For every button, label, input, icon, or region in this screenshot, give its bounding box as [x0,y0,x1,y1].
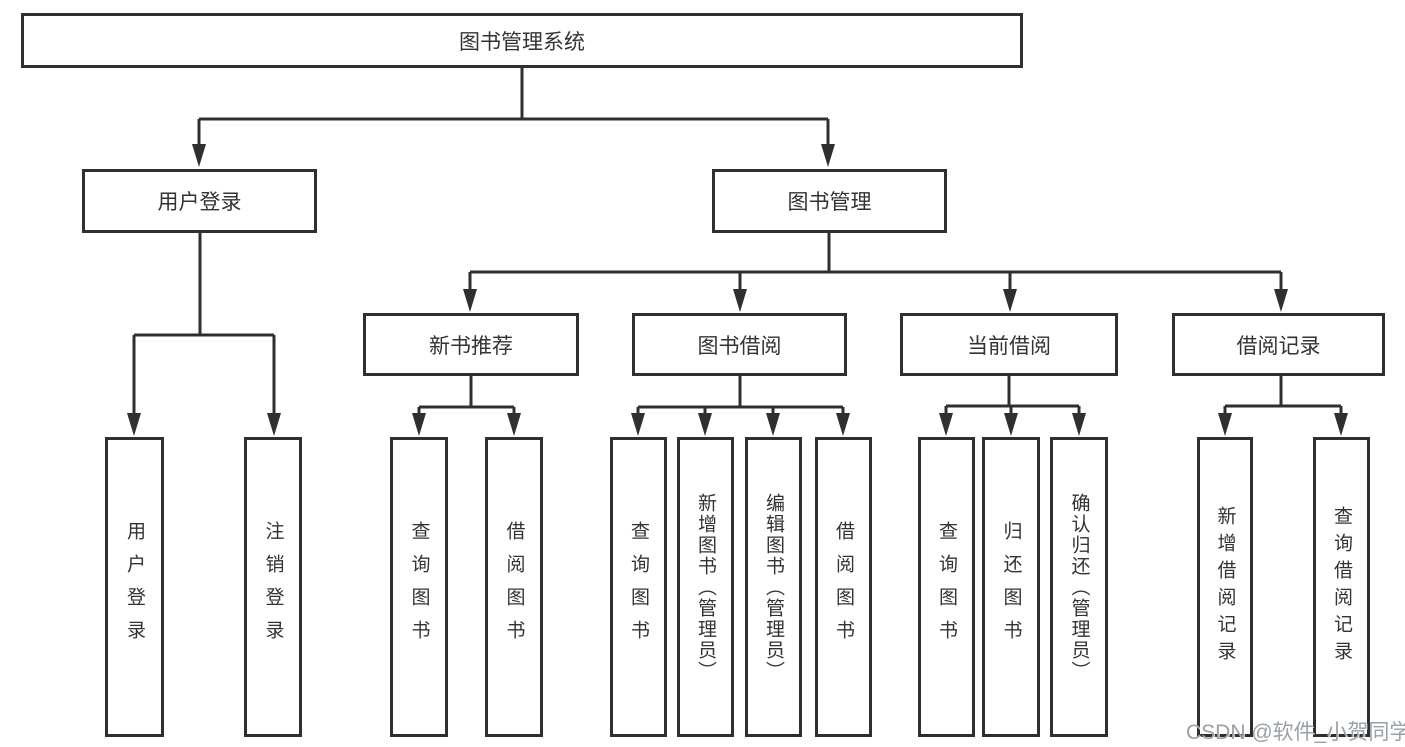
node-label: 图书管理系统 [459,30,585,54]
leaf-label: 编辑图书（管理员） [763,492,784,682]
leaf-label: 查询图书 [936,521,957,653]
leaf-edit-books-admin: 编辑图书（管理员） [745,437,802,737]
node-label: 当前借阅 [967,334,1051,358]
node-borrowing-records: 借阅记录 [1172,313,1385,376]
leaf-borrow-books-borrowing: 借阅图书 [815,437,872,737]
leaf-user-login: 用户登录 [105,437,164,737]
leaf-label: 注销登录 [262,521,284,653]
csdn-watermark: CSDN @软件_小贺同学 [1186,721,1405,744]
leaf-logout: 注销登录 [244,437,302,737]
leaf-label: 归还图书 [1000,521,1022,653]
leaf-label: 确认归还（管理员） [1068,492,1090,682]
node-label: 新书推荐 [429,334,513,358]
leaf-query-borrow-record: 查询借阅记录 [1313,437,1370,737]
node-library-management-system: 图书管理系统 [21,13,1023,68]
leaf-label: 借阅图书 [503,521,525,653]
arrowheads [127,144,1348,436]
leaf-label: 用户登录 [124,521,145,653]
node-new-book-recommendation: 新书推荐 [363,313,579,376]
node-user-login: 用户登录 [82,169,317,233]
leaf-add-books-admin: 新增图书（管理员） [677,437,734,737]
leaf-query-books-recommendation: 查询图书 [390,437,448,737]
leaf-label: 新增借阅记录 [1214,506,1236,668]
leaf-add-borrow-record: 新增借阅记录 [1197,437,1253,737]
leaf-query-books-current: 查询图书 [918,437,975,737]
node-label: 图书管理 [787,191,872,214]
node-book-borrowing: 图书借阅 [632,313,847,376]
leaf-borrow-books-recommendation: 借阅图书 [485,437,543,737]
leaf-label: 查询图书 [408,521,430,653]
node-current-borrowing: 当前借阅 [900,313,1118,376]
node-label: 用户登录 [157,191,242,214]
leaf-label: 查询图书 [628,521,649,653]
leaf-return-books: 归还图书 [982,437,1040,737]
leaf-query-books-borrowing: 查询图书 [610,437,667,737]
leaf-label: 查询借阅记录 [1331,506,1352,668]
node-label: 图书借阅 [697,334,782,358]
leaf-confirm-return-admin: 确认归还（管理员） [1050,437,1108,737]
leaf-label: 借阅图书 [833,521,854,653]
node-book-management: 图书管理 [712,169,947,233]
node-label: 借阅记录 [1236,334,1321,358]
leaf-label: 新增图书（管理员） [695,492,716,682]
